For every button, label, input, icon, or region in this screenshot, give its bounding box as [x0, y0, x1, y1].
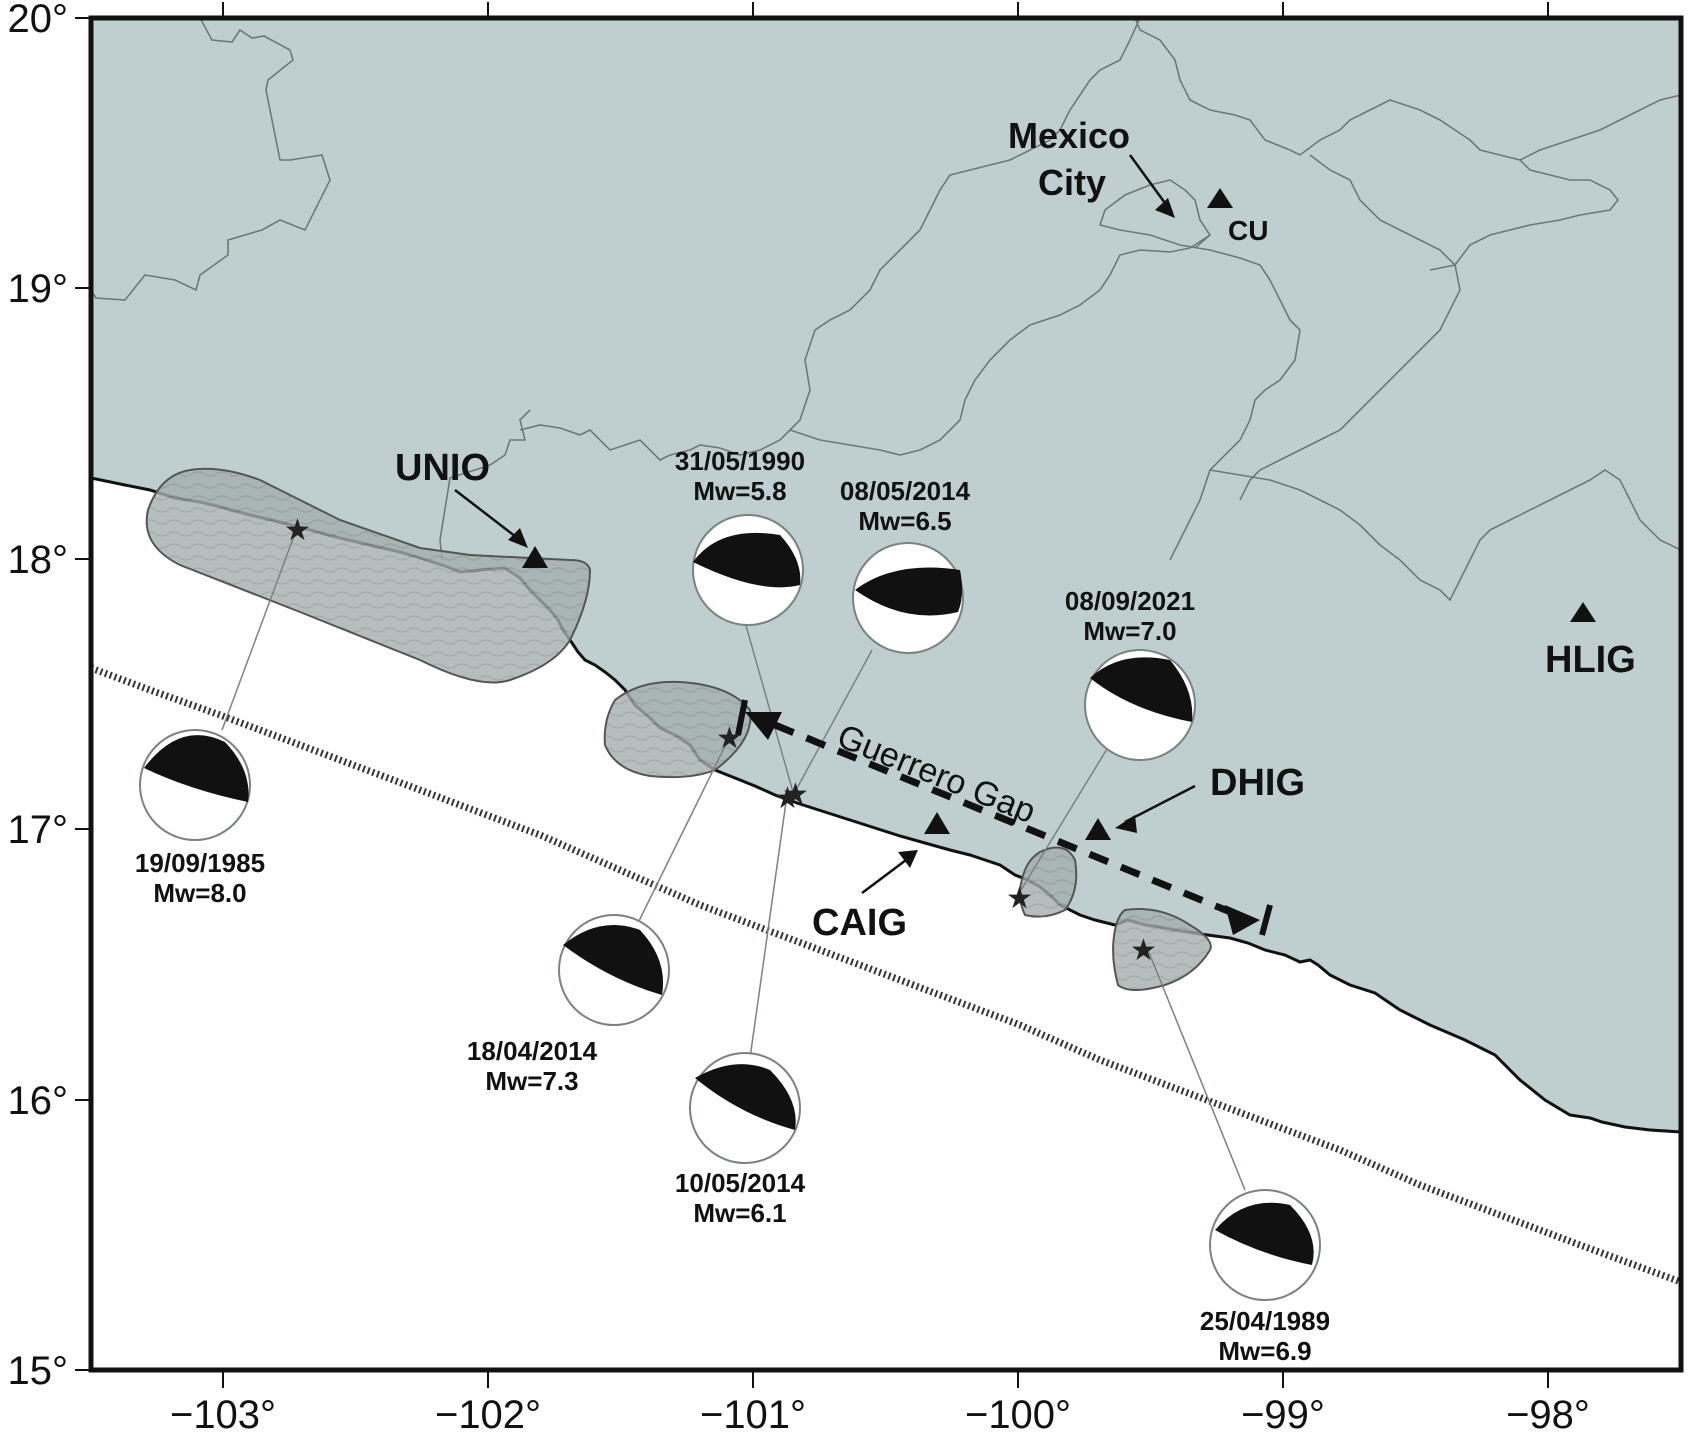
- epicenter-star-icon: ★: [782, 777, 809, 812]
- epicenter-star-icon: ★: [774, 781, 801, 816]
- y-tick-label: 20°: [8, 0, 69, 41]
- epicenter-star-icon: ★: [716, 721, 743, 756]
- epicenter-star-icon: ★: [1006, 881, 1033, 916]
- y-tick-label: 15°: [8, 1349, 69, 1393]
- x-tick-label: −102°: [435, 1393, 541, 1436]
- event-date-2021: 08/09/2021: [1065, 586, 1195, 616]
- y-tick-label: 17°: [8, 808, 69, 852]
- map-frame: [88, 15, 1684, 1373]
- event-mw-1989: Mw=6.9: [1218, 1336, 1311, 1366]
- x-axis-labels: −103° −102° −101° −100° −99° −98°: [170, 1393, 1590, 1436]
- beachball-19-09-1985: [139, 729, 251, 841]
- trench-line: [91, 664, 1681, 1286]
- x-tick-label: −101°: [700, 1393, 806, 1436]
- city-label-line1: Mexico: [1008, 115, 1130, 156]
- station-triangle-icon: [1085, 818, 1111, 840]
- x-tick-label: −98°: [1506, 1393, 1590, 1436]
- event-mw-2021: Mw=7.0: [1083, 616, 1176, 646]
- rupture-area-2014-04: [603, 680, 752, 779]
- y-tick-label: 18°: [8, 538, 69, 582]
- event-mw-1990: Mw=5.8: [693, 476, 786, 506]
- event-mw-2014-04-18: Mw=7.3: [485, 1066, 578, 1096]
- beachball-31-05-1990: [692, 514, 804, 626]
- station-label-dhig: DHIG: [1210, 762, 1305, 804]
- beachball-08-09-2021: [1084, 649, 1196, 761]
- beachball-leaders: [221, 527, 1246, 1191]
- gap-arrowhead-east: [1225, 905, 1260, 935]
- event-date-2014-04-18: 18/04/2014: [467, 1036, 598, 1066]
- station-triangle-icon: [1570, 602, 1596, 622]
- epicenter-star-icon: ★: [284, 513, 311, 548]
- mexico-city-label: Mexico City: [1008, 115, 1175, 218]
- y-axis-labels: 20° 19° 18° 17° 16° 15°: [8, 0, 69, 1393]
- rupture-area-1985: [145, 467, 592, 684]
- event-date-1985: 19/09/1985: [135, 848, 265, 878]
- event-date-2014-05-10: 10/05/2014: [675, 1168, 806, 1198]
- beachball-08-05-2014: [852, 542, 964, 654]
- gap-arrowhead-west: [745, 712, 782, 740]
- event-date-2014-05-08: 08/05/2014: [840, 476, 971, 506]
- beachball-10-05-2014: [689, 1052, 801, 1164]
- station-triangle-icon: [1207, 188, 1233, 208]
- city-label-line2: City: [1038, 162, 1106, 203]
- station-label-cu: CU: [1228, 215, 1268, 246]
- x-tick-label: −103°: [170, 1393, 276, 1436]
- event-date-1990: 31/05/1990: [675, 446, 805, 476]
- y-tick-label: 19°: [8, 267, 69, 311]
- rupture-areas: [145, 467, 1212, 991]
- x-axis-ticks: [222, 2, 1549, 1388]
- event-mw-2014-05-08: Mw=6.5: [858, 506, 951, 536]
- epicenter-star-icon: ★: [1130, 933, 1157, 968]
- y-tick-label: 16°: [8, 1079, 69, 1123]
- x-tick-label: −99°: [1241, 1393, 1325, 1436]
- beachball-18-04-2014: [558, 914, 670, 1026]
- state-borders: [91, 18, 1681, 602]
- event-date-1989: 25/04/1989: [1200, 1306, 1330, 1336]
- station-triangle-icon: [924, 812, 950, 834]
- beachball-25-04-1989: [1209, 1189, 1321, 1301]
- event-mw-2014-05-10: Mw=6.1: [693, 1198, 786, 1228]
- stations: UNIO CU CAIG DHIG HLIG: [395, 188, 1636, 944]
- x-tick-label: −100°: [965, 1393, 1071, 1436]
- y-axis-ticks: [75, 17, 91, 1371]
- event-mw-1985: Mw=8.0: [153, 878, 246, 908]
- epicenters: ★ ★ ★ ★ ★ ★: [284, 513, 1157, 968]
- rupture-area-2021: [1019, 846, 1078, 918]
- station-label-caig: CAIG: [812, 902, 907, 944]
- event-labels: 19/09/1985 Mw=8.0 31/05/1990 Mw=5.8 08/0…: [135, 446, 1330, 1366]
- station-triangle-icon: [522, 546, 548, 568]
- station-label-unio: UNIO: [395, 447, 490, 489]
- station-label-hlig: HLIG: [1545, 639, 1636, 681]
- rupture-area-1989: [1112, 908, 1212, 991]
